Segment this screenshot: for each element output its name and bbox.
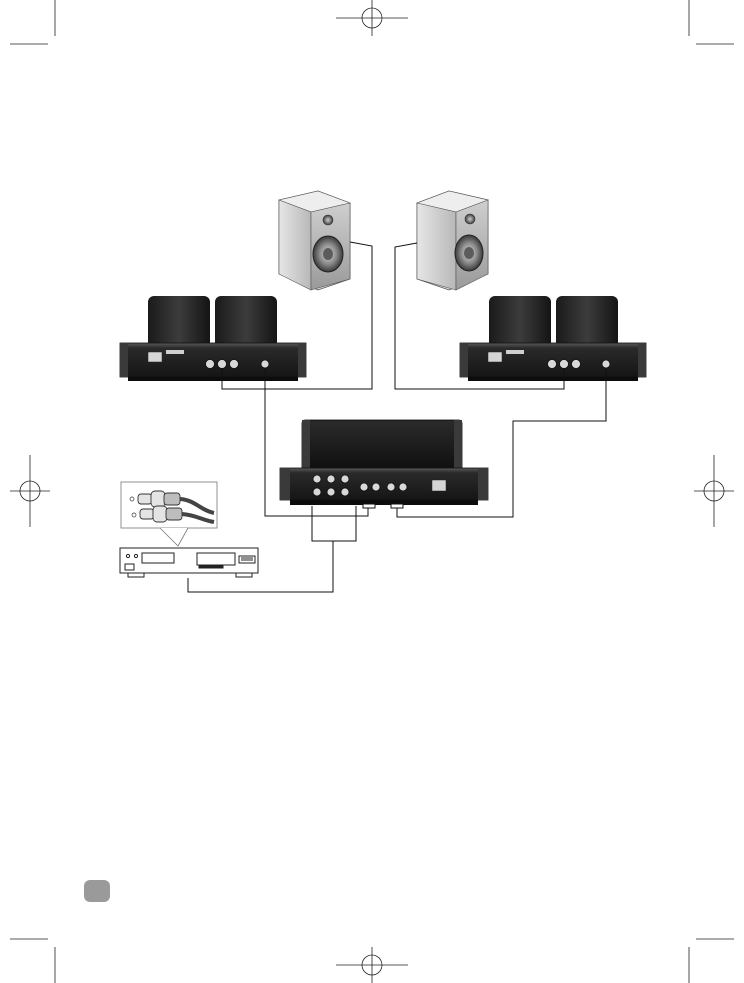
rca-input-jack: [261, 360, 269, 368]
rca-input-jack: [602, 360, 610, 368]
power-inlet: [432, 480, 446, 491]
speaker-terminal: [206, 360, 215, 369]
speaker-terminal: [230, 360, 239, 369]
speaker-left: [279, 191, 350, 290]
page-number-badge: [84, 880, 110, 902]
monoblock-left: [120, 296, 306, 381]
preamplifier: [280, 420, 488, 505]
cables: [188, 242, 606, 592]
monoblock-right: [460, 296, 646, 381]
tweeter: [323, 215, 333, 225]
power-inlet: [148, 352, 162, 362]
interconnect-cd-to-pre: [312, 506, 356, 541]
speaker-terminal: [572, 360, 581, 369]
speaker-right: [417, 191, 488, 290]
tweeter: [465, 214, 475, 224]
power-inlet: [488, 352, 502, 362]
speaker-terminal: [218, 360, 227, 369]
cd-player: [120, 548, 258, 577]
speaker-terminal: [560, 360, 569, 369]
rca-inset: [121, 482, 217, 546]
speaker-terminal: [548, 360, 557, 369]
